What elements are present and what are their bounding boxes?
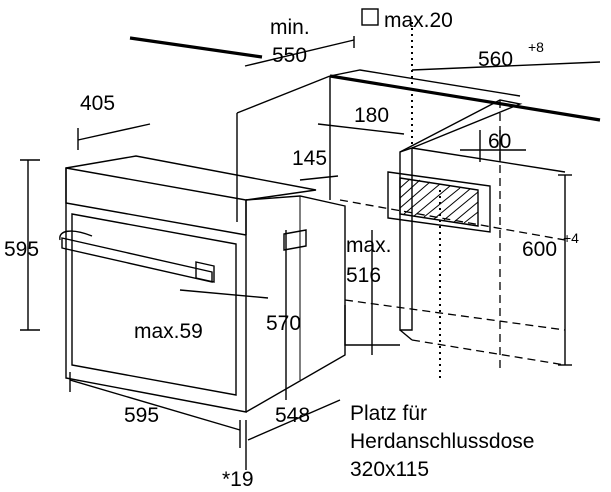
dimension-labels: min. 550 max.20 560 +8 405 180 60 145 ma…: [4, 9, 579, 491]
floor-hidden-line-2: [344, 299, 566, 331]
handle-bar: [61, 237, 213, 283]
dim-550-line: [244, 39, 355, 67]
oven-handle[interactable]: [59, 230, 215, 283]
note-line-2: Herdanschlussdose: [350, 430, 534, 453]
label-516: 516: [346, 264, 381, 287]
dim-595-bottom: [69, 379, 241, 431]
label-max: max.: [346, 234, 392, 257]
dimension-lines: [20, 8, 601, 470]
label-60: 60: [488, 130, 511, 153]
left-wall-top: [236, 75, 331, 114]
oven-body: [59, 155, 346, 413]
dim-405-line: [77, 123, 151, 141]
floor-hidden-line-3: [411, 339, 566, 366]
label-560: 560: [478, 48, 513, 71]
dim-145-line: [299, 175, 339, 181]
socket-frame: [387, 171, 491, 233]
label-max59: max.59: [134, 320, 203, 343]
label-180: 180: [354, 104, 389, 127]
note-line-1: Platz für: [350, 402, 427, 425]
dim-180-line: [317, 123, 405, 135]
dim-548: [247, 399, 341, 441]
square-symbol-icon: [361, 8, 379, 26]
note-line-3: 320x115: [350, 458, 429, 481]
socket-inner: [399, 177, 479, 227]
countertop-front-edge: [329, 69, 521, 97]
oven-front-panel: [65, 167, 247, 413]
oven-top: [65, 155, 317, 201]
control-panel-line: [65, 168, 247, 236]
dim-560-line: [411, 61, 601, 71]
label-145: 145: [292, 147, 327, 170]
label-min: min.: [270, 16, 310, 39]
label-405: 405: [80, 92, 115, 115]
handle-bracket-left: [59, 230, 93, 241]
label-19: *19: [222, 468, 254, 491]
label-550: 550: [272, 44, 307, 67]
label-max20: max.20: [384, 9, 453, 32]
countertop-slab-right: [329, 74, 601, 122]
countertop-slab-left: [129, 36, 263, 59]
right-side-panel: [399, 147, 413, 331]
label-600-tol: +4: [563, 230, 579, 246]
label-560-tol: +8: [528, 39, 544, 55]
right-panel-top: [399, 99, 523, 153]
handle-bracket-right: [195, 261, 215, 283]
label-570: 570: [266, 312, 301, 335]
base-corner: [399, 329, 413, 341]
label-548: 548: [275, 404, 310, 427]
shelf-top-line: [411, 147, 566, 173]
socket-note: Platz für Herdanschlussdose 320x115: [350, 402, 534, 481]
label-600: 600: [522, 238, 557, 261]
dim-59: [179, 289, 269, 299]
oven-side: [245, 195, 346, 413]
oven-door: [71, 213, 237, 396]
mounting-bracket: [283, 229, 307, 251]
label-595-bottom: 595: [124, 404, 159, 427]
label-595-left: 595: [4, 238, 39, 261]
socket-area: [387, 171, 491, 233]
